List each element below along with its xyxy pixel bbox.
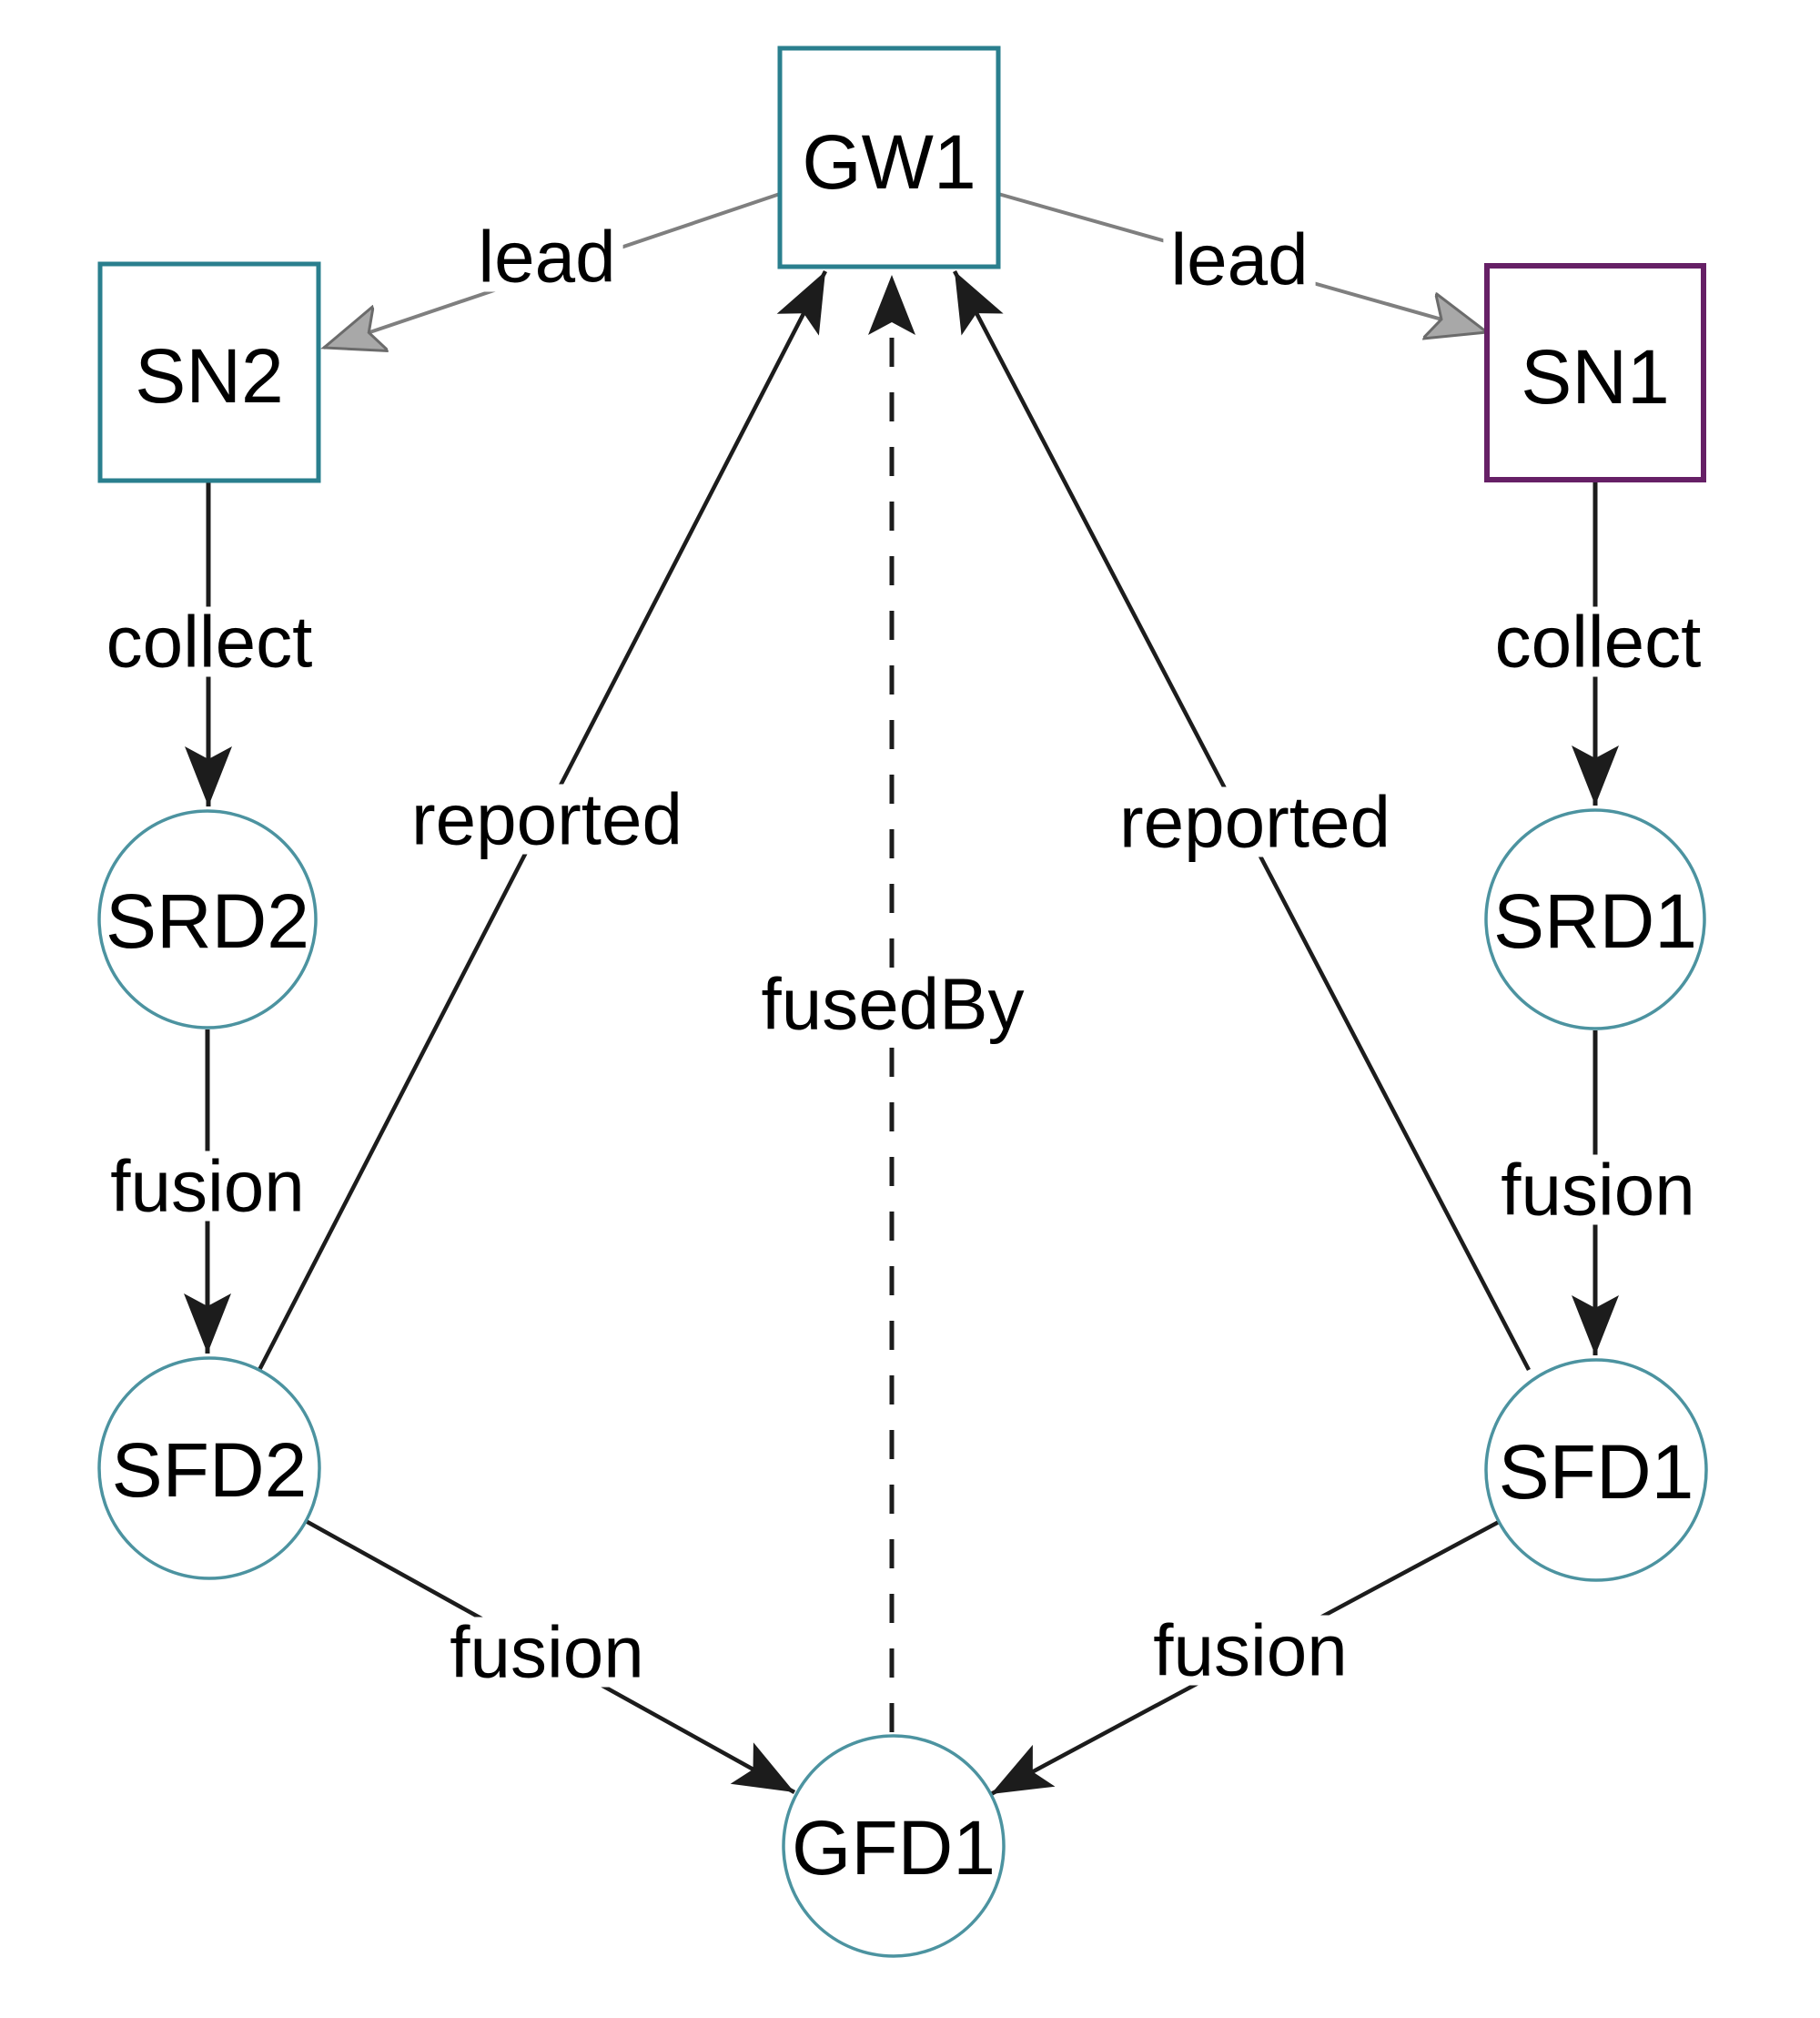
edge-label-fusedby: fusedBy: [761, 964, 1024, 1045]
node-srd1-label: SRD1: [1493, 878, 1697, 964]
edge-label-bg: [1163, 224, 1316, 295]
node-srd2: [97, 809, 318, 1029]
edge-label-reported-left: reported: [411, 779, 682, 860]
edge-label-fusion-left: fusion: [110, 1146, 304, 1227]
node-gfd1: [782, 1734, 1006, 1958]
node-sfd1: [1484, 1358, 1708, 1582]
edge-label-bg: [98, 606, 320, 677]
node-sn2: [97, 261, 321, 483]
edge-label-bg: [753, 968, 1032, 1039]
node-sn1-label: SN1: [1521, 334, 1669, 420]
edge-label-bg: [1112, 786, 1398, 857]
edge-label-collect-left: collect: [106, 602, 313, 683]
edge-label-bg: [442, 1617, 652, 1688]
node-sn2-label: SN2: [135, 333, 283, 419]
nodes: GW1 SN2 SN1 SRD2 SRD1 SFD2 SFD1 GFD1: [97, 46, 1708, 1958]
edge-label-lead-right: lead: [1170, 219, 1308, 300]
edge-labels: lead lead collect collect reported repor…: [98, 217, 1709, 1693]
edge-label-reported-right: reported: [1119, 782, 1390, 863]
node-gfd1-label: GFD1: [792, 1805, 996, 1891]
edge-label-fusion-bottom-right: fusion: [1153, 1610, 1347, 1691]
node-sfd2: [97, 1356, 321, 1580]
edge-label-bg: [103, 1151, 312, 1222]
node-srd1: [1484, 808, 1706, 1030]
edge-label-lead-left: lead: [478, 217, 615, 298]
node-sfd2-label: SFD2: [112, 1427, 308, 1513]
edge-label-fusion-bottom-left: fusion: [450, 1612, 643, 1693]
node-gw1-label: GW1: [802, 119, 976, 205]
node-gw1: [777, 46, 1001, 269]
node-srd2-label: SRD2: [106, 878, 309, 964]
edge-label-bg: [1493, 1154, 1703, 1225]
edge-label-fusion-right: fusion: [1501, 1150, 1694, 1231]
edge-label-bg: [470, 221, 623, 292]
node-sfd1-label: SFD1: [1499, 1429, 1694, 1515]
edge-label-bg: [1146, 1615, 1355, 1686]
node-sn1: [1484, 263, 1706, 482]
edge-label-bg: [404, 784, 690, 855]
edge-label-collect-right: collect: [1495, 602, 1702, 683]
edge-label-bg: [1487, 606, 1709, 677]
